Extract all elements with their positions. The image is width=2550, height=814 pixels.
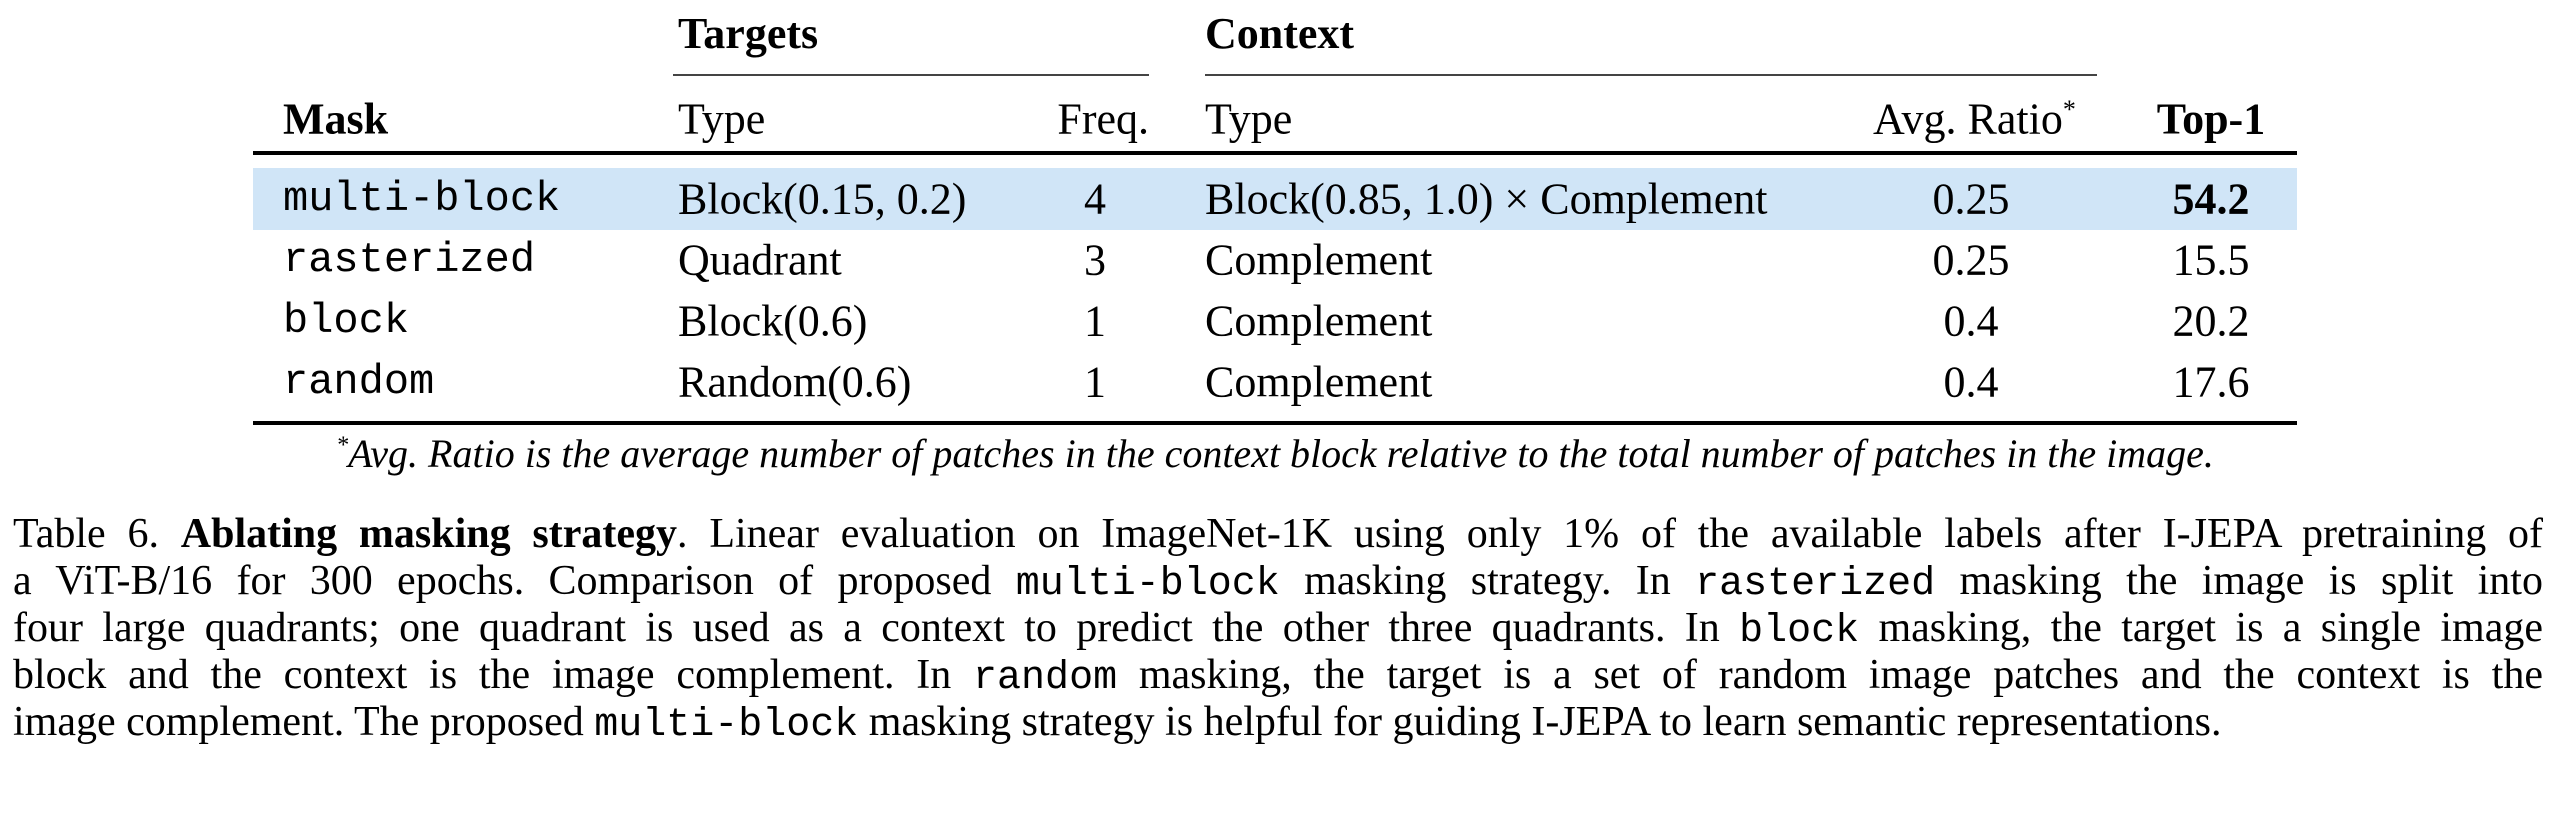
col-header-mask: Mask [283, 94, 389, 143]
caption-line: Table 6. Ablating masking strategy. Line… [13, 511, 2543, 557]
col-header-freq: Freq. [1057, 94, 1149, 143]
cell-freq: 3 [1084, 235, 1106, 284]
col-header-avg-ratio: Avg. Ratio* [1873, 94, 2076, 143]
cell-target-type: Random(0.6) [678, 357, 912, 406]
context-underline [1205, 74, 2097, 76]
caption-line: block and the context is the image compl… [13, 652, 2543, 701]
caption-bold-title: Ablating masking strategy [180, 511, 678, 557]
caption-line: four large quadrants; one quadrant is us… [13, 605, 2543, 654]
header-rule [253, 151, 2297, 155]
table-caption: Table 6. Ablating masking strategy. Line… [13, 511, 2543, 748]
cell-context-type: Complement [1205, 235, 1433, 284]
cell-freq: 1 [1084, 296, 1106, 345]
cell-context-type: Complement [1205, 296, 1433, 345]
cell-avg-ratio: 0.4 [1943, 296, 1999, 345]
targets-underline [673, 74, 1149, 76]
col-header-top1: Top-1 [2156, 94, 2266, 143]
cell-top1: 17.6 [2172, 357, 2250, 406]
table-row: random Random(0.6) 1 Complement 0.4 17.6 [253, 351, 2297, 412]
cell-context-type: Complement [1205, 357, 1433, 406]
cell-target-type: Block(0.6) [678, 296, 868, 345]
table-footnote: *Avg. Ratio is the average number of pat… [336, 431, 2214, 476]
header-row: Mask Type Freq. Type Avg. Ratio* Top-1 [253, 88, 2297, 149]
caption-line: image complement. The proposed multi-blo… [13, 699, 2222, 748]
table-row: rasterized Quadrant 3 Complement 0.25 15… [253, 229, 2297, 290]
cell-mask: rasterized [283, 235, 536, 284]
footnote-marker: * [2062, 94, 2076, 124]
cell-top1: 20.2 [2172, 296, 2250, 345]
cell-avg-ratio: 0.25 [1932, 235, 2010, 284]
table-row: multi-block Block(0.15, 0.2) 4 Block(0.8… [253, 168, 2297, 229]
table-row: block Block(0.6) 1 Complement 0.4 20.2 [253, 290, 2297, 351]
col-header-target-type: Type [678, 94, 766, 143]
cell-top1: 54.2 [2172, 174, 2250, 223]
cell-mask: block [283, 296, 410, 345]
cell-target-type: Quadrant [678, 235, 842, 284]
bottom-rule [253, 421, 2297, 425]
cell-avg-ratio: 0.25 [1932, 174, 2010, 223]
col-header-context-type: Type [1205, 94, 1293, 143]
group-header-context: Context [1205, 9, 1355, 58]
cell-avg-ratio: 0.4 [1943, 357, 1999, 406]
cell-top1: 15.5 [2172, 235, 2250, 284]
cell-mask: multi-block [283, 174, 561, 223]
cell-freq: 4 [1084, 174, 1106, 223]
caption-line: a ViT-B/16 for 300 epochs. Comparison of… [13, 558, 2543, 607]
highlighted-row-background [253, 168, 2297, 230]
group-header-targets: Targets [678, 9, 819, 58]
cell-mask: random [283, 357, 435, 406]
cell-target-type: Block(0.15, 0.2) [678, 174, 967, 223]
cell-context-type: Block(0.85, 1.0) × Complement [1205, 174, 1768, 223]
cell-freq: 1 [1084, 357, 1106, 406]
